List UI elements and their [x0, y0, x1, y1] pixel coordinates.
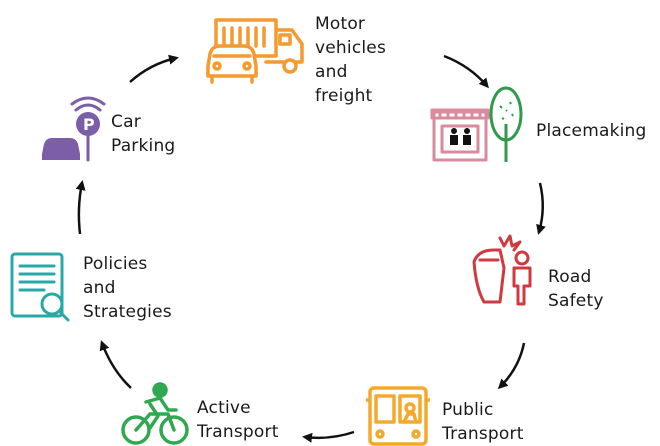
- node-label: Policies and Strategies: [83, 254, 172, 322]
- node-label: Active Transport: [197, 398, 279, 442]
- cyclist-icon: [121, 382, 189, 445]
- parking-car-icon: P: [42, 96, 106, 162]
- arrow-public-to-active: [302, 430, 355, 443]
- truck-and-car-icon: [206, 18, 304, 84]
- arrow-motor-to-placemaking: [443, 54, 489, 89]
- arrow-parking-to-motor: [129, 54, 179, 83]
- arrow-policies-to-parking: [75, 180, 86, 235]
- shopfront-and-tree-icon: [430, 86, 523, 162]
- node-label: Motor vehicles and freight: [315, 14, 387, 106]
- node-label: Placemaking: [536, 121, 647, 141]
- arrow-placemaking-to-roadsafety: [536, 182, 546, 235]
- pedestrian-collision-icon: [472, 234, 532, 306]
- arrow-roadsafety-to-public: [497, 342, 526, 390]
- arrow-active-to-policies: [99, 340, 132, 389]
- document-search-icon: [10, 252, 70, 322]
- node-label: Public Transport: [442, 400, 524, 444]
- svg-text:P: P: [83, 115, 95, 134]
- bus-icon: [366, 386, 430, 446]
- node-label: Road Safety: [548, 267, 604, 311]
- node-label: Car Parking: [111, 112, 176, 156]
